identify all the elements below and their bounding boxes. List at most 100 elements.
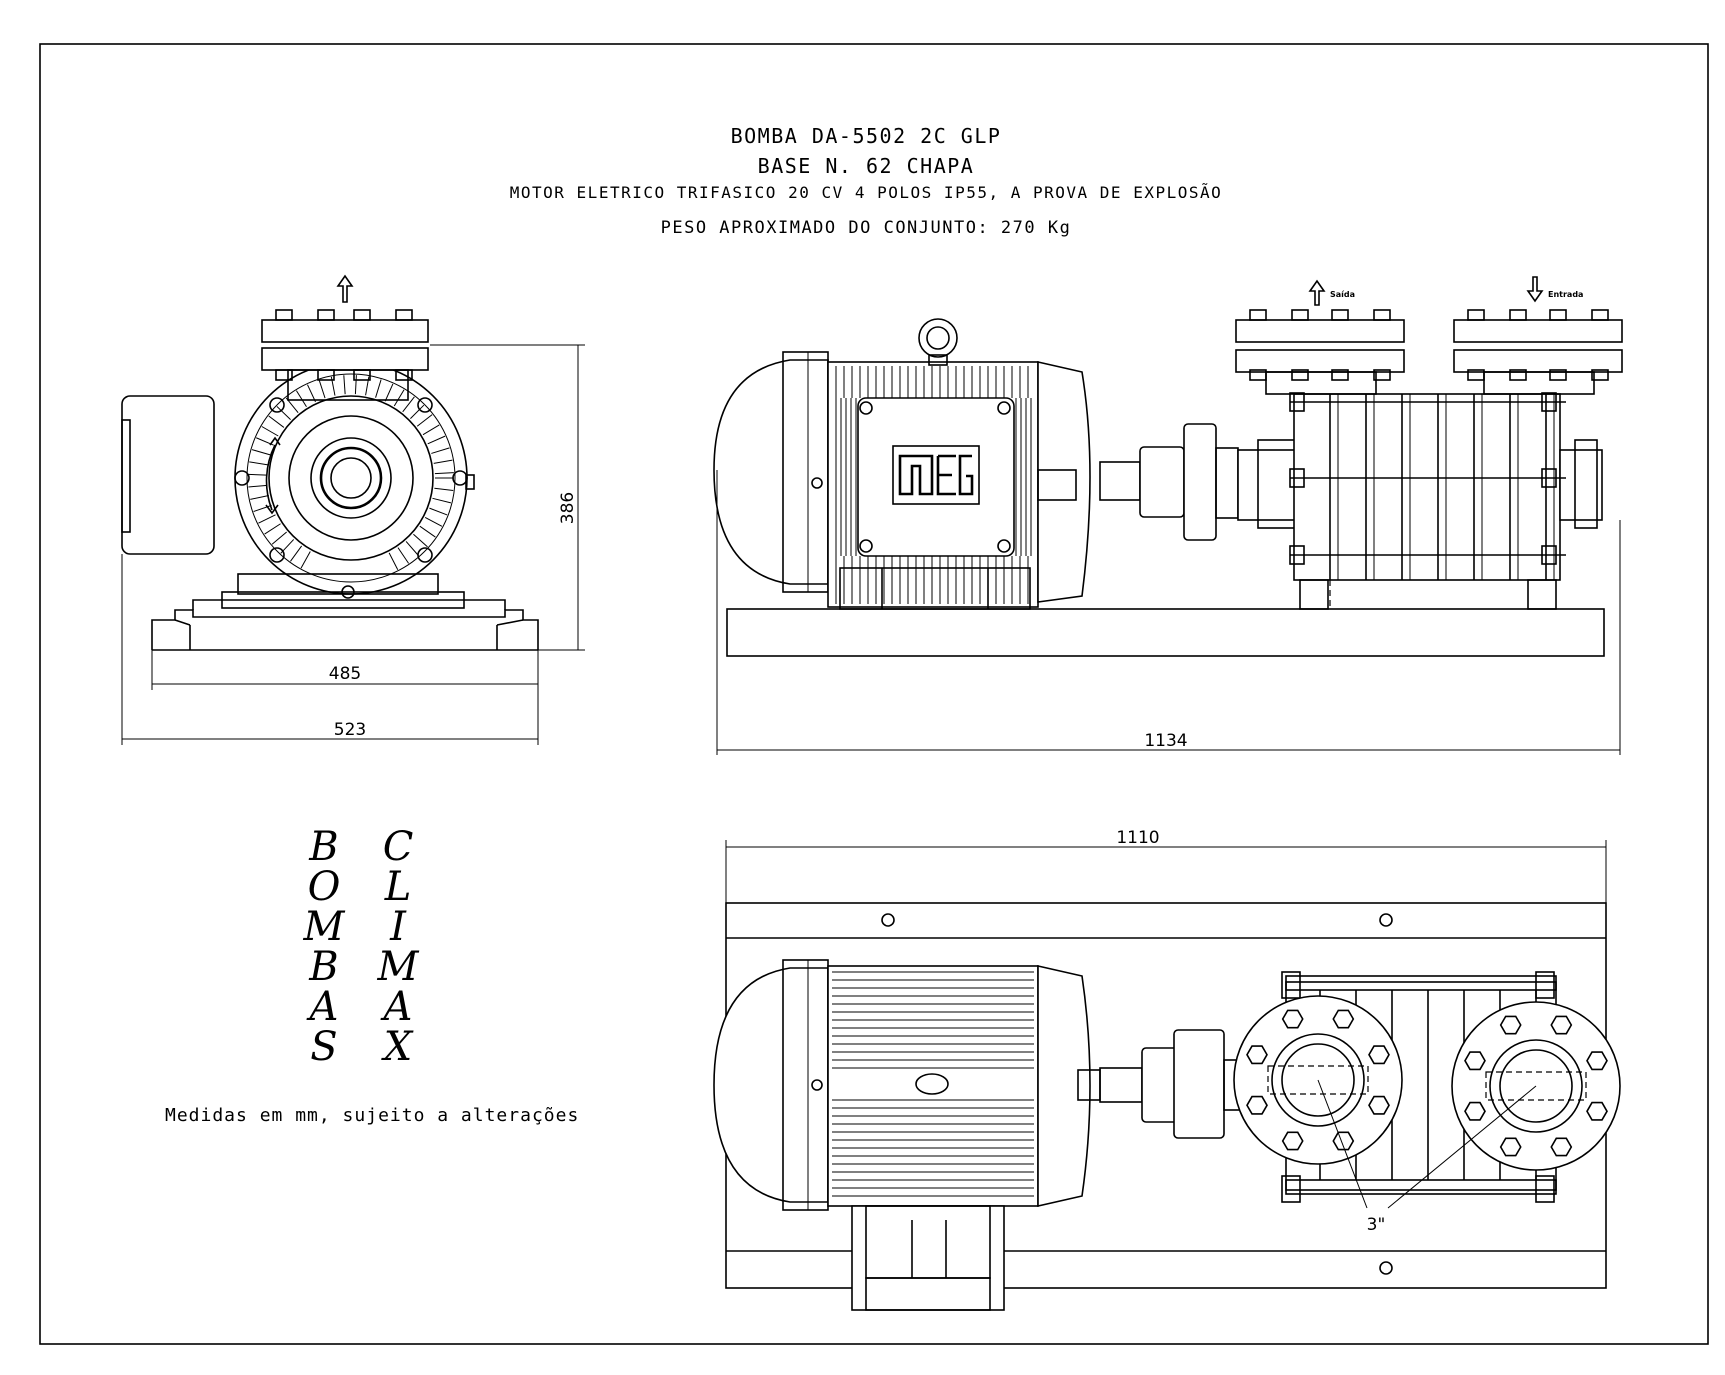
flange-nut [1499, 1015, 1522, 1035]
flange-bolt [353, 309, 371, 321]
flange-bolt [1591, 309, 1609, 321]
sheet-border [39, 43, 1709, 1345]
shaft [1099, 461, 1141, 501]
cooling-fin [253, 504, 272, 513]
cooling-fin [268, 415, 285, 428]
dim-1134: 1134 [1144, 731, 1187, 751]
cooling-fin [290, 545, 303, 562]
flange-nut [1550, 1015, 1573, 1035]
cooling-fin [434, 472, 454, 475]
inlet-flange-front [1453, 319, 1623, 395]
dim-3-inch: 3" [1367, 1215, 1386, 1235]
cooling-fin [251, 449, 271, 456]
dim-386: 386 [558, 492, 578, 524]
flange-nut [1464, 1101, 1486, 1121]
flange-bolt [1373, 369, 1391, 381]
dim-1110: 1110 [1116, 828, 1159, 848]
front-view: Saída Entrada 1134 [713, 276, 1623, 755]
flange-bolt [317, 309, 335, 321]
cooling-fin [427, 435, 446, 445]
title-line-3: MOTOR ELETRICO TRIFASICO 20 CV 4 POLOS I… [510, 183, 1223, 202]
flange-bolt [395, 309, 413, 321]
cooling-fin [419, 525, 436, 538]
title-line-2: BASE N. 62 CHAPA [758, 154, 975, 178]
logo-letter-left: O [308, 864, 341, 910]
flange-bolt [1549, 309, 1567, 321]
cooling-fin [276, 406, 291, 421]
cooling-fin [424, 516, 443, 527]
logo-letter-right: A [380, 984, 413, 1030]
logo-letter-left: M [303, 904, 346, 950]
flange-hidden-line [1485, 1071, 1587, 1101]
flow-arrow-inlet [1526, 276, 1544, 303]
top-terminal-box [851, 1205, 1005, 1311]
logo-letter-right: X [381, 1024, 414, 1070]
flange-nut [1332, 1009, 1355, 1029]
logo-letter-right: I [389, 904, 407, 950]
flange-bolt [1549, 369, 1567, 381]
cooling-fin [375, 379, 382, 398]
flange-nut [1550, 1137, 1573, 1157]
cooling-fin [405, 541, 419, 557]
flange-nut [1246, 1095, 1268, 1115]
flange-nut [1281, 1009, 1304, 1029]
title-line-1: BOMBA DA-5502 2C GLP [731, 124, 1002, 148]
shaft-center [319, 446, 383, 510]
flange-nut [1246, 1045, 1268, 1065]
cooling-fin [434, 487, 454, 492]
flange-bolt [1591, 369, 1609, 381]
cooling-fin [402, 396, 415, 413]
flange-nut [1368, 1045, 1390, 1065]
cooling-fin [300, 551, 311, 569]
cooling-fin [397, 547, 410, 564]
logo-letter-left: A [306, 984, 339, 1030]
flange-bolt [317, 369, 335, 381]
cooling-fin [248, 484, 268, 488]
flange-bolt [1373, 309, 1391, 321]
flange-bolt [1509, 369, 1527, 381]
cooling-fin [264, 523, 281, 535]
label-outlet: Saída [1330, 290, 1355, 299]
fan-cover [713, 359, 829, 585]
flange-nut [1332, 1131, 1355, 1151]
flange-bore-inner [1281, 1043, 1355, 1117]
flange-bolt [1331, 309, 1349, 321]
cooling-fin [384, 383, 394, 402]
flange-bore-inner [1499, 1049, 1573, 1123]
cooling-fin [422, 424, 440, 436]
cooling-fin [393, 389, 405, 407]
side-outlet-flange [261, 319, 429, 343]
flange-bolt [1291, 369, 1309, 381]
flange-bore [1271, 1033, 1365, 1127]
logo-letter-left: S [310, 1024, 337, 1070]
dim-523: 523 [334, 720, 366, 740]
side-view: 386 485 523 [121, 274, 585, 745]
title-line-4: PESO APROXIMADO DO CONJUNTO: 270 Kg [661, 218, 1072, 238]
cooling-fin [295, 390, 307, 408]
cooling-fin [354, 375, 357, 395]
top-fan-cover [713, 967, 829, 1203]
note-measurements: Medidas em mm, sujeito a alterações [165, 1105, 579, 1126]
cooling-fin [250, 494, 269, 500]
flow-arrow-up [336, 274, 354, 303]
cooling-fins [248, 375, 454, 571]
cooling-fin [413, 533, 428, 548]
cooling-fin [318, 379, 326, 399]
cooling-fin [307, 384, 316, 403]
flange-bolt [1467, 369, 1485, 381]
cooling-fin [432, 497, 452, 504]
flange-bolt [275, 309, 293, 321]
top-drive-end-shield [1037, 964, 1091, 1208]
flange-bore [1489, 1039, 1583, 1133]
flange-bolt [1331, 369, 1349, 381]
flange-bolt [1467, 309, 1485, 321]
cooling-fin [261, 426, 279, 437]
cooling-fin [431, 447, 450, 454]
flange-bolt [1509, 309, 1527, 321]
cooling-fin [416, 414, 433, 427]
cooling-fin [258, 514, 276, 524]
side-base-outer [151, 609, 539, 650]
flange-nut [1499, 1137, 1522, 1157]
dim-485: 485 [329, 664, 361, 684]
cooling-fin [248, 473, 268, 476]
